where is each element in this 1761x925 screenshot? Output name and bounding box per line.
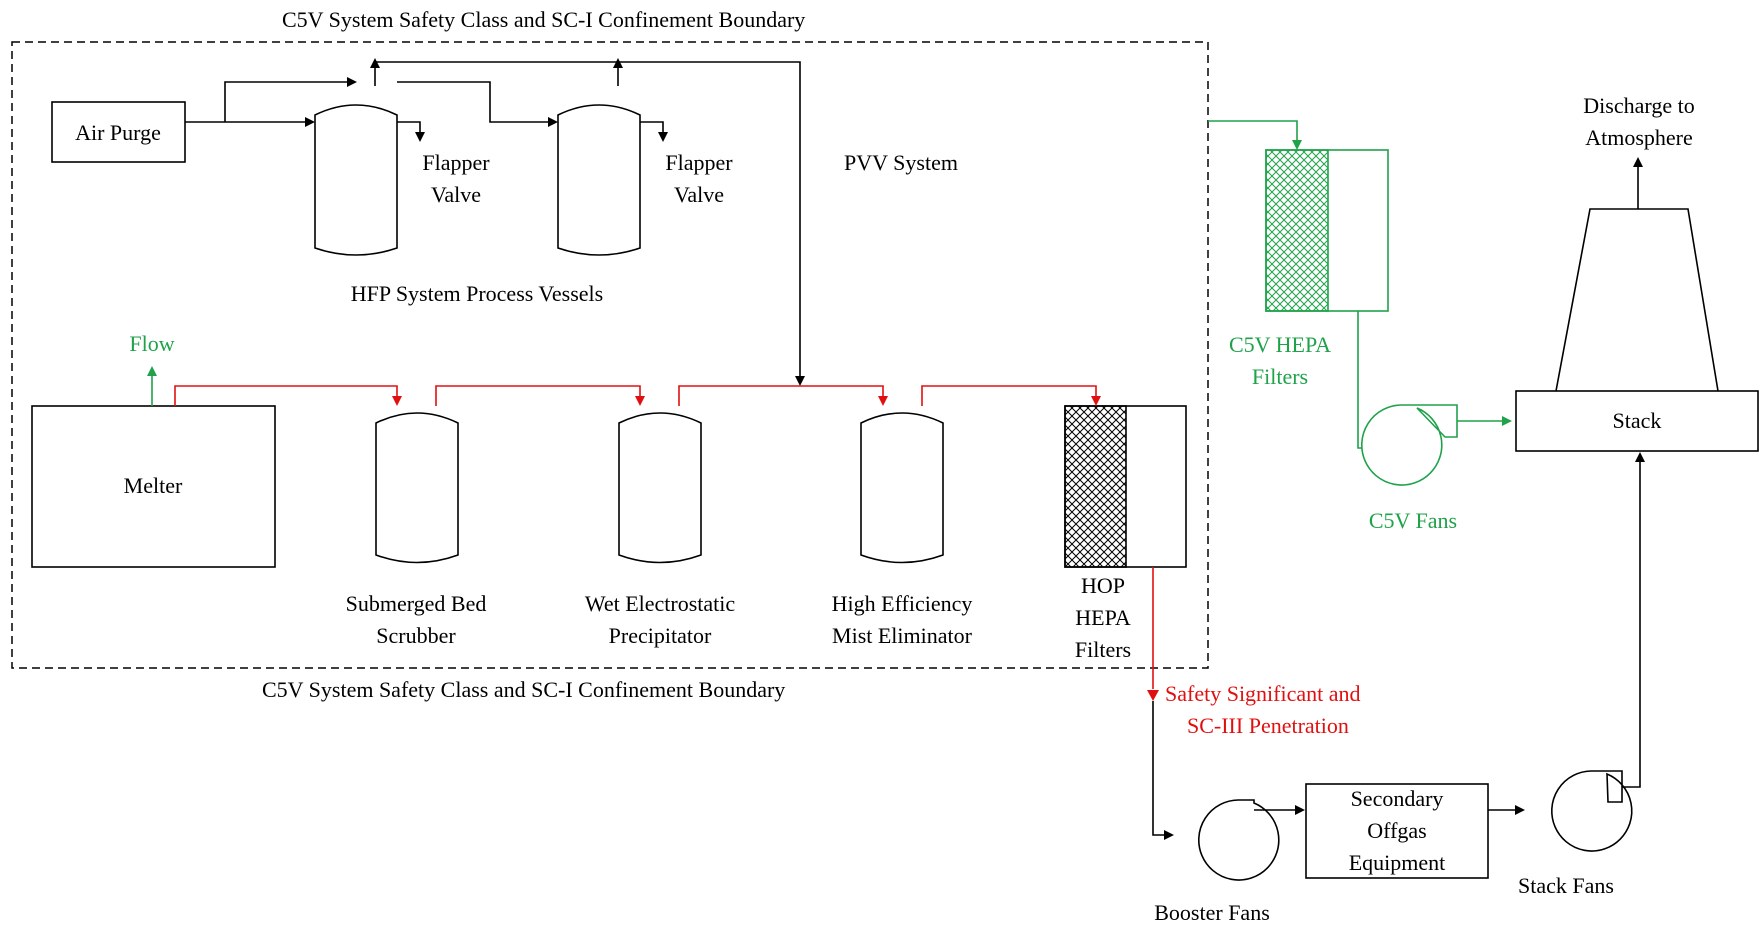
c5v-line-to-hepa	[1208, 120, 1298, 144]
boundary-label-bottom: C5V System Safety Class and SC-I Confine…	[262, 677, 785, 702]
hop-hepa-label-line1: HOP	[1081, 573, 1125, 598]
wesp-label-line2: Precipitator	[609, 623, 712, 648]
secondary-offgas-line2: Offgas	[1367, 818, 1426, 843]
discharge-label-line1: Discharge to	[1583, 93, 1694, 118]
safety-penetration-line2: SC-III Penetration	[1187, 713, 1349, 738]
hem-vessel	[860, 412, 944, 564]
c5v-hepa-box	[1265, 149, 1389, 312]
boundary-label-top: C5V System Safety Class and SC-I Confine…	[282, 7, 805, 32]
stack-chimney	[1555, 208, 1719, 392]
hfp-vessel-2	[557, 104, 641, 256]
melter-box	[31, 405, 276, 568]
safety-penetration-line1: Safety Significant and	[1165, 681, 1361, 706]
flapper-valve-2-line1: Flapper	[665, 150, 733, 175]
booster-fan-icon	[1197, 799, 1280, 881]
hop-hepa-hatch	[1064, 405, 1127, 568]
discharge-label-line2: Atmosphere	[1585, 125, 1693, 150]
stack-label: Stack	[1613, 408, 1662, 433]
submerged-bed-scrubber-vessel	[375, 412, 459, 564]
black-arrowheads	[305, 58, 805, 386]
secondary-offgas-line1: Secondary	[1351, 786, 1444, 811]
sbs-label-line2: Scrubber	[376, 623, 456, 648]
confinement-boundary	[11, 41, 1209, 669]
hop-hepa-label-line2: HEPA	[1075, 605, 1131, 630]
sbs-label-line1: Submerged Bed	[346, 591, 487, 616]
c5v-hepa-arrowhead	[1292, 140, 1302, 150]
c5v-hepa-label-line2: Filters	[1252, 364, 1308, 389]
melter-label: Melter	[124, 473, 183, 498]
stackfan-to-stack-line	[1622, 460, 1641, 788]
hfp-vessel-1	[314, 104, 398, 256]
stack-fan-icon	[1550, 770, 1633, 852]
booster-fans-label: Booster Fans	[1154, 900, 1270, 925]
c5v-fan-icon	[1360, 404, 1458, 486]
stack-in-arrowhead	[1635, 452, 1645, 462]
to-booster-line	[1152, 701, 1168, 836]
flow-arrowhead	[147, 366, 157, 376]
air-purge-lines	[185, 61, 801, 380]
c5v-stack-arrowhead	[1502, 416, 1512, 426]
hfp-vessels-label: HFP System Process Vessels	[351, 281, 603, 306]
secondary-offgas-box	[1305, 783, 1489, 879]
stack-box	[1515, 390, 1759, 452]
offgas-red-lines	[174, 385, 1154, 689]
air-purge-label: Air Purge	[75, 120, 161, 145]
wesp-label-line1: Wet Electrostatic	[585, 591, 736, 616]
pvv-system-label: PVV System	[844, 150, 958, 175]
c5v-hepa-hatch	[1265, 149, 1329, 312]
flapper-valve-1-line2: Valve	[431, 182, 481, 207]
wet-esp-vessel	[618, 412, 702, 564]
discharge-arrowhead	[1633, 157, 1643, 167]
hop-hepa-label-line3: Filters	[1075, 637, 1131, 662]
secondary-in-arrowhead	[1295, 805, 1305, 815]
air-purge-box	[51, 101, 186, 163]
c5v-fans-label: C5V Fans	[1369, 508, 1457, 533]
stackfan-in-arrowhead	[1515, 805, 1525, 815]
secondary-offgas-line3: Equipment	[1349, 850, 1446, 875]
flapper-valve-2-line2: Valve	[674, 182, 724, 207]
flow-label: Flow	[129, 331, 174, 356]
stack-fans-label: Stack Fans	[1518, 873, 1614, 898]
red-arrowheads	[392, 396, 1159, 701]
flapper-valve-1-line1: Flapper	[422, 150, 490, 175]
booster-in-arrowhead	[1164, 830, 1174, 840]
hem-label-line1: High Efficiency	[832, 591, 973, 616]
hem-label-line2: Mist Eliminator	[832, 623, 973, 648]
c5v-hepa-label-line1: C5V HEPA	[1229, 332, 1331, 357]
hop-hepa-box	[1064, 405, 1187, 568]
